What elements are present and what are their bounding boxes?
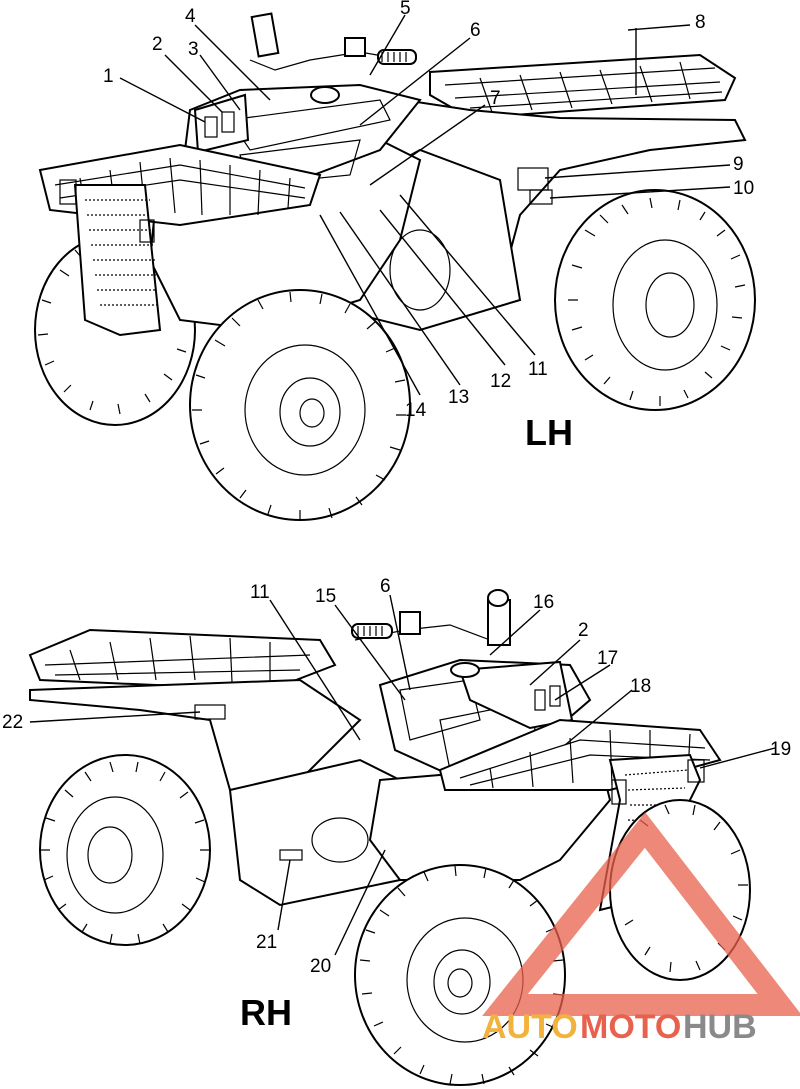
callout-lh-11: 11: [528, 359, 548, 380]
watermark: AUTO MOTO HUB: [482, 812, 800, 1046]
front-right-wheel-top: [189, 289, 411, 521]
left-headlight: [59, 179, 77, 205]
callout-lh-12: 12: [490, 371, 511, 392]
left-headlight-rh: [611, 779, 627, 805]
callout-rh-18: 18: [630, 676, 651, 697]
callout-rh-15: 15: [315, 586, 336, 607]
engine-cover: [389, 229, 451, 311]
callout-rh-22: 22: [2, 712, 23, 733]
lh-callouts: 1 2 3 4 5 6 7 8 9 10 11 12 13 14: [103, 0, 754, 421]
callout-rh-19: 19: [770, 739, 791, 760]
callout-lh-14: 14: [405, 400, 427, 421]
watermark-auto: AUTO: [482, 1008, 578, 1046]
right-headlight: [139, 219, 155, 243]
callout-lh-5: 5: [400, 0, 411, 19]
callout-lh-3: 3: [188, 39, 199, 60]
front-near-wheel-rh: [354, 864, 566, 1086]
callout-lh-6: 6: [470, 20, 481, 41]
watermark-moto: MOTO: [580, 1008, 681, 1046]
rear-rack-rh: [28, 628, 337, 692]
callout-rh-16: 16: [533, 592, 554, 613]
watermark-hub: HUB: [683, 1008, 757, 1046]
callout-rh-2: 2: [578, 620, 589, 641]
rear-rack: [429, 53, 737, 120]
callout-lh-8: 8: [695, 12, 706, 33]
callout-rh-6: 6: [380, 576, 391, 597]
decal-21-patch: [279, 849, 303, 861]
callout-lh-2: 2: [152, 34, 163, 55]
rh-callouts: 11 15 6 16 2 17 18 19 22 21 20: [2, 576, 791, 977]
tank-decal-rh: [399, 679, 481, 741]
engine-cover-rh: [311, 817, 369, 863]
callout-lh-4: 4: [185, 6, 196, 27]
watermark-triangle-icon: [482, 812, 800, 1016]
lh-leader-lines: [119, 14, 731, 396]
side-label-rh: RH: [240, 992, 292, 1033]
rh-leader-lines: [29, 594, 776, 956]
right-headlight-rh: [687, 759, 705, 783]
rear-wheel-rh: [39, 754, 211, 946]
handlebars-top: [249, 12, 417, 104]
callout-lh-7: 7: [490, 88, 501, 109]
callout-lh-10: 10: [733, 178, 754, 199]
callout-rh-20: 20: [310, 956, 331, 977]
callout-rh-21: 21: [256, 932, 277, 953]
rear-wheel-top: [554, 189, 756, 411]
side-label-lh: LH: [525, 412, 573, 453]
atv-left-side-view: 1 2 3 4 5 6 7 8 9 10 11 12 13 14 LH: [34, 0, 756, 521]
callout-lh-9: 9: [733, 154, 744, 175]
callout-rh-11: 11: [250, 582, 270, 603]
handlebars-rh: [351, 589, 511, 678]
callout-lh-13: 13: [448, 387, 469, 408]
callout-lh-1: 1: [103, 66, 114, 87]
callout-rh-17: 17: [597, 648, 618, 669]
decal-10-patch: [529, 189, 553, 205]
